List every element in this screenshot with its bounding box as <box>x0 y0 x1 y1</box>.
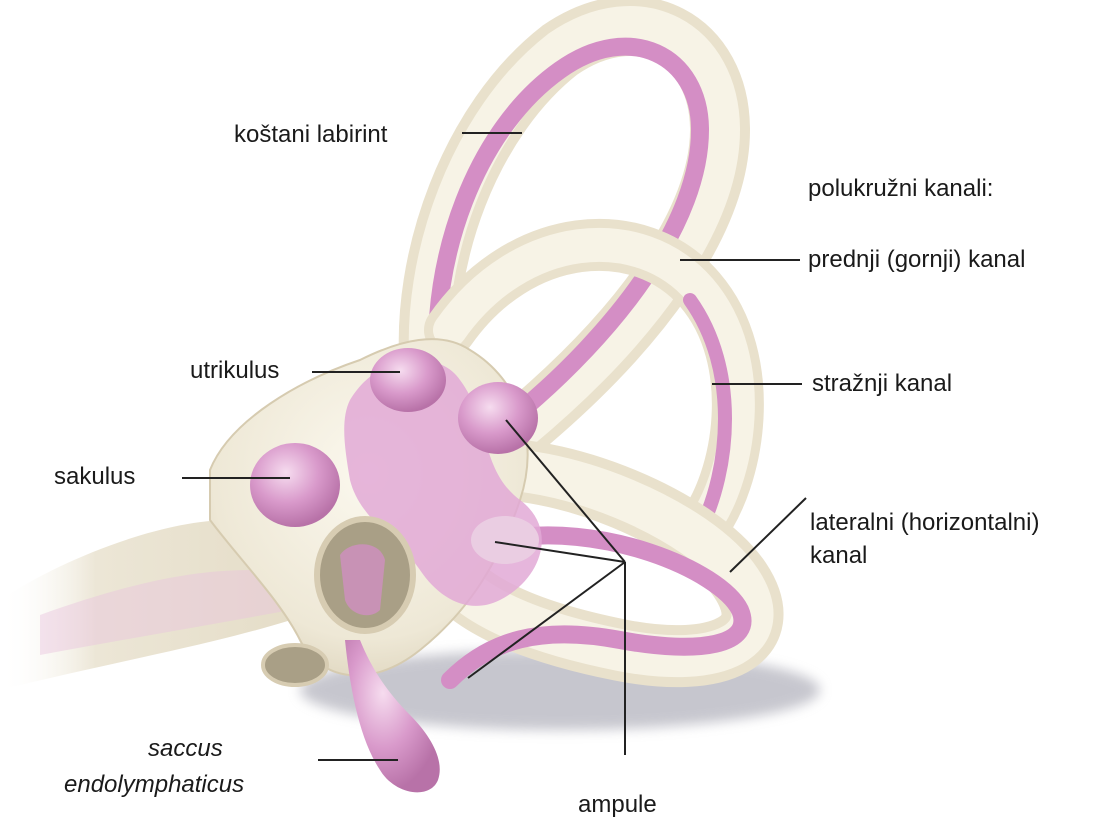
label-lateral-canal-line1: lateralni (horizontalni) <box>810 509 1039 537</box>
label-posterior-canal: stražnji kanal <box>812 370 952 398</box>
label-lateral-canal-line2: kanal <box>810 542 867 570</box>
round-window <box>263 645 327 685</box>
lateral-ampulla <box>471 516 539 564</box>
label-bony-labyrinth: koštani labirint <box>234 121 387 149</box>
label-saccule: sakulus <box>54 463 135 491</box>
label-semicircular-canals: polukružni kanali: <box>808 175 993 203</box>
label-ampullae: ampule <box>578 791 657 819</box>
label-saccus-line1: saccus <box>148 735 223 763</box>
utricle <box>370 348 446 412</box>
label-saccus-line2: endolymphaticus <box>64 771 244 799</box>
label-anterior-canal: prednji (gornji) kanal <box>808 246 1025 274</box>
saccule <box>250 443 340 527</box>
label-utricle: utrikulus <box>190 357 279 385</box>
